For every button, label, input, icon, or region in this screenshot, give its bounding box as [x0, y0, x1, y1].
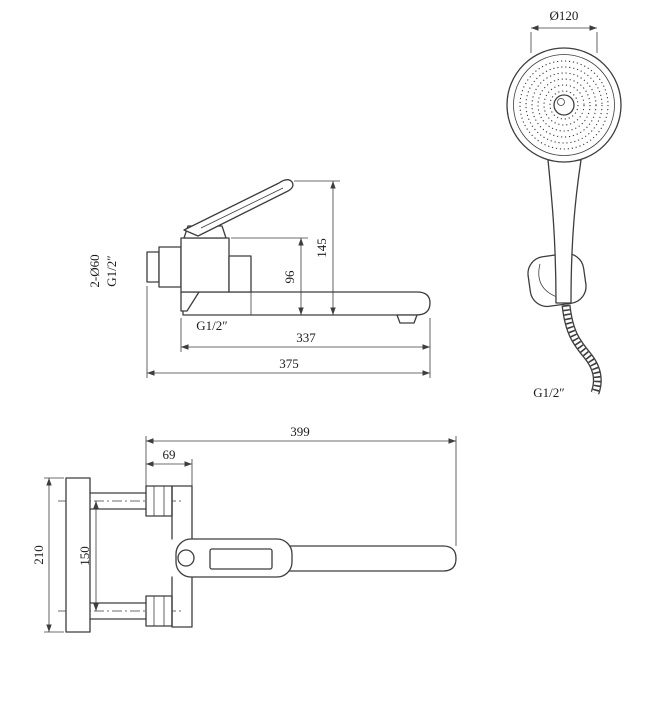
dim-375: 375: [146, 286, 430, 378]
dim-wall-holes-label: 2-Ø60: [87, 254, 102, 287]
dim-spout-thread-label: G1/2″: [196, 318, 227, 333]
dim-69-label: 69: [163, 447, 176, 462]
side-view: 96 145 2-Ø60 G1/2″ G1/2″ 337 375: [87, 179, 431, 378]
shower-view: Ø120 G1/2″: [506, 8, 622, 400]
spout-top-view: [287, 545, 457, 572]
supply-fitting-bottom: [89, 595, 173, 627]
dim-shower-diameter: Ø120: [530, 8, 598, 53]
dim-69: 69: [146, 447, 193, 486]
faucet-body: [180, 237, 230, 293]
dim-shower-diameter-label: Ø120: [550, 8, 579, 23]
wall-connector: [158, 246, 182, 288]
dim-96-label: 96: [282, 270, 297, 284]
dim-399-label: 399: [290, 424, 310, 439]
top-view: 399 69 150 210: [31, 424, 457, 633]
dim-210: 210: [31, 477, 64, 633]
wall-flange: [146, 251, 160, 283]
dim-150: 150: [77, 501, 99, 611]
dim-145-label: 145: [314, 238, 329, 258]
dim-145: 145: [294, 180, 340, 315]
shower-spray-pattern: [519, 60, 609, 150]
dim-337-label: 337: [296, 330, 316, 345]
hex-nut-bottom: [145, 595, 173, 627]
dim-210-label: 210: [31, 545, 46, 565]
shower-hose-rings: [562, 304, 601, 395]
dim-399: 399: [145, 424, 457, 546]
dim-inlet-thread-label: G1/2″: [104, 255, 119, 286]
dim-150-label: 150: [77, 546, 92, 566]
body-bottom-segment: [171, 576, 193, 628]
shower-head-center-cap: [553, 94, 575, 116]
wall-plate: [65, 477, 91, 633]
shower-holder-contour: [538, 263, 558, 298]
dim-96: 96: [231, 237, 308, 315]
shower-handle: [547, 159, 582, 304]
shower-head-rim: [513, 54, 615, 156]
dim-337: 337: [180, 318, 431, 378]
faucet-lever: [183, 179, 294, 237]
lever-inner-detail: [209, 548, 273, 570]
dim-375-label: 375: [279, 356, 299, 371]
shower-head-center-detail: [557, 98, 565, 106]
aerator: [396, 314, 418, 324]
dim-hose-thread-label: G1/2″: [533, 385, 564, 400]
hex-nut-top: [145, 485, 173, 517]
lever-detail-line: [200, 187, 284, 229]
supply-fitting-top: [89, 485, 173, 517]
cartridge-cap-top-view: [177, 549, 195, 567]
spout: [182, 291, 431, 316]
spout-joint: [228, 255, 252, 293]
body-top-segment: [171, 485, 193, 540]
